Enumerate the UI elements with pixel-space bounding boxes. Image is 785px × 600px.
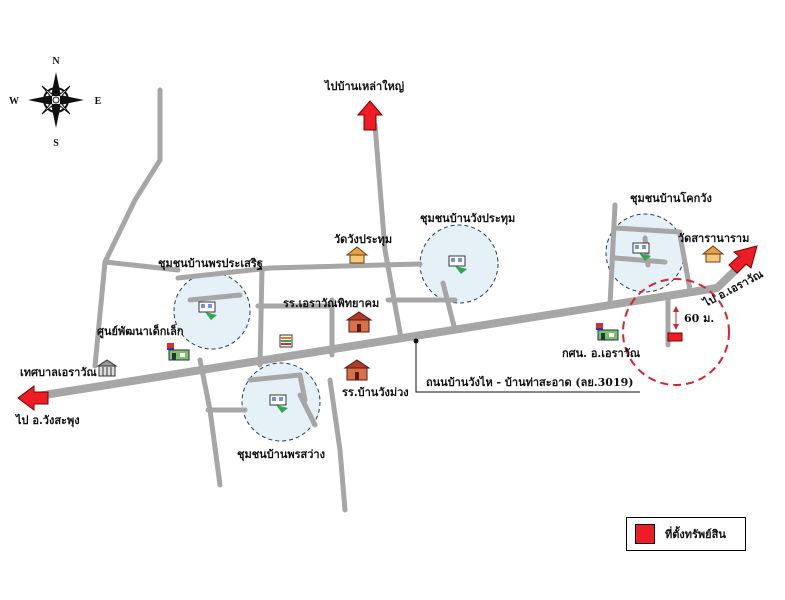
label-community-wang-prathum: ชุมชนบ้านวังประทุม [420,212,515,226]
community-icon-phon-sawang [269,394,288,413]
road-north-west-branch [92,87,163,369]
label-distance: 60 ม. [684,312,714,325]
property-marker [667,332,683,342]
road-community-ring-1 [187,292,243,303]
school-icon-ban-wang-muang [343,359,371,381]
road-lane-1 [257,265,265,368]
compass-e: E [95,96,102,107]
convenience-store-icon [279,334,293,348]
compass-s: S [53,138,59,149]
temple-icon-wang-prathum [345,246,369,264]
community-icon-wang-prathum [448,255,467,274]
road-network [34,87,748,513]
compass-needle-ne-icon [58,85,71,98]
road-khok-wang-north [607,202,618,308]
temple-icon-saranaram [701,245,725,263]
label-municipality: เทศบาลเอราวัณ [20,366,98,379]
legend-property-swatch [635,524,655,544]
label-road-name: ถนนบ้านวังไห - บ้านท่าสะอาด (ลย.3019) [426,375,633,389]
label-community-phon-prasoet: ชุมชนบ้านพรประเสริฐ [158,257,263,271]
label-to-wang-saphung: ไป อ.วังสะพุง [14,413,80,428]
road-south-east [327,377,348,513]
landmark-icons [96,245,725,381]
label-school-erawan: รร.เอราวัณพิทยาคม [283,297,379,310]
municipality-icon [96,359,118,377]
compass-needle-nw-icon [41,85,54,98]
compass-n: N [52,56,60,67]
label-district-office: กศน. อ.เอราวัณ [562,347,641,360]
compass-needle-n-icon [51,72,61,96]
community-icon-phon-prasoet [198,301,217,320]
distance-arrowhead-up [673,306,679,312]
road-khok-wang-top [612,225,683,235]
label-community-khok-wang: ชุมชนบ้านโคกวัง [630,191,712,206]
label-wat-wang-prathum: วัดวังประทุม [334,233,392,247]
road-khok-wang-mid [612,255,668,265]
arrow-west-icon [17,385,49,411]
compass-needle-s-icon [51,104,61,128]
compass-rose: N S W E [9,56,102,149]
legend: ที่ตั้งทรัพย์สิน [626,517,746,551]
compass-needle-sw-icon [41,102,54,115]
school-icon-erawan [345,311,373,333]
road-lane-5 [440,280,458,333]
compass-needle-w-icon [28,95,52,105]
label-school-ban-wang-muang: รร.บ้านวังม่วง [342,386,409,399]
road-label-leader [415,341,640,393]
district-office-icon [596,323,619,341]
direction-arrows [17,100,758,411]
community-zones [173,213,685,442]
label-wat-saranaram: วัดสารานาราม [678,232,749,245]
distance-arrowhead-down [673,324,679,330]
label-to-ban-lao-yai: ไปบ้านเหล่าใหญ่ [323,79,404,93]
child-center-icon [167,343,190,361]
label-community-phon-sawang: ชุมชนบ้านพรสว่าง [237,448,325,462]
community-icons [198,242,651,413]
compass-w: W [9,96,19,107]
road-west-link [102,259,181,273]
compass-needle-se-icon [58,102,71,115]
road-community-ring-2 [247,372,308,403]
arrow-east-icon [728,245,758,274]
label-child-center: ศูนย์พัฒนาเด็กเล็ก [97,324,184,339]
road-upper-horizontal [175,261,423,281]
community-icon-khok-wang [632,242,651,261]
road-north-lao-yai [372,122,404,341]
road-south-west [197,357,223,488]
compass-needle-e-icon [60,95,84,105]
legend-property-label: ที่ตั้งทรัพย์สิน [665,528,726,541]
property-radius-ring [622,278,730,386]
arrow-north-icon [356,100,384,131]
